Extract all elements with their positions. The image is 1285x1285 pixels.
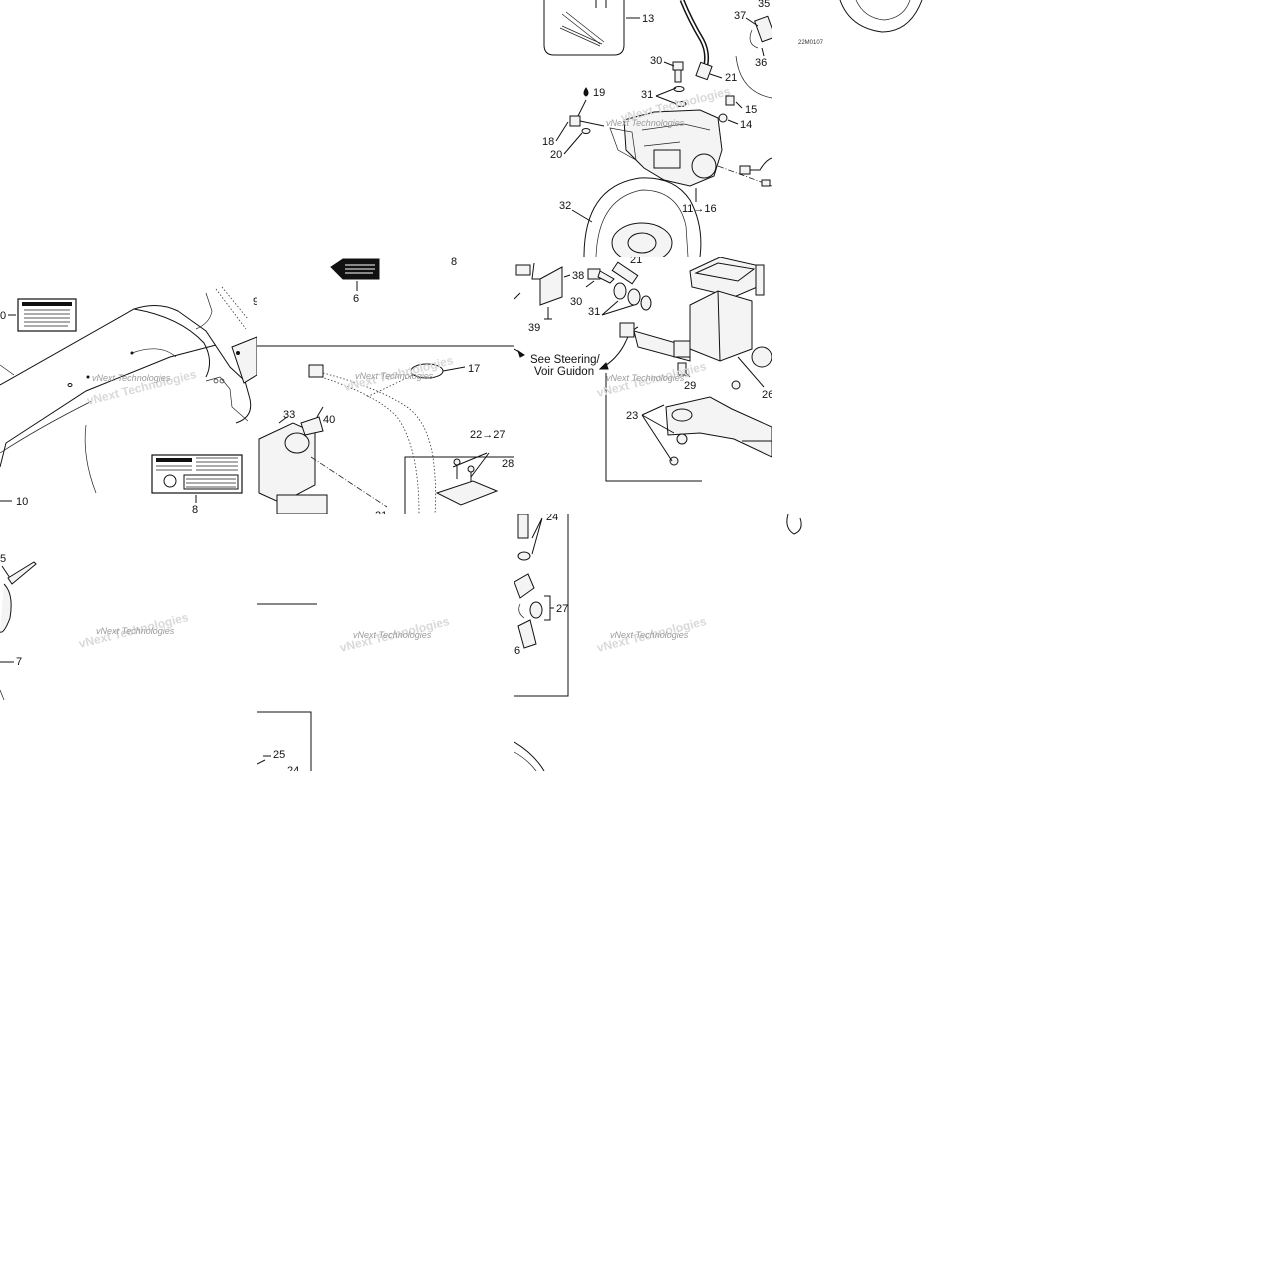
callout-8: 8 xyxy=(451,257,457,268)
watermark-c: vNext Technologies xyxy=(92,373,171,383)
callout-30b: 30 xyxy=(570,296,582,308)
tile-lower-right xyxy=(772,514,1030,771)
watermark-h: vNext Technologies xyxy=(610,630,689,640)
callout-26: 26 xyxy=(762,389,772,401)
watermark-d: vNext Technologies xyxy=(355,371,434,381)
watermark-f: vNext Technologies xyxy=(96,626,175,636)
callout-35: 35 xyxy=(758,0,770,10)
callout-24b: 24 xyxy=(287,765,299,771)
drawing-code: 22M0107 xyxy=(798,40,824,46)
callout-13: 13 xyxy=(642,13,654,25)
callout-9: 9 xyxy=(253,296,257,308)
see-steering-note-2: Voir Guidon xyxy=(534,366,594,378)
see-steering-note-1: See Steering/ xyxy=(530,354,600,366)
callout-18: 18 xyxy=(542,136,554,148)
callout-37: 37 xyxy=(734,10,746,22)
callout-7: 7 xyxy=(16,656,22,668)
tile-lower-center: vNext Technologies vNext Technologies 25… xyxy=(257,514,514,771)
callout-39: 39 xyxy=(528,322,540,334)
callout-27: 27 xyxy=(556,603,568,615)
callout-31b: 31 xyxy=(588,306,600,318)
callout-33: 33 xyxy=(283,409,295,421)
callout-24a: 24 xyxy=(546,514,558,523)
tile-caliper: 13 21 30 31 19 18 20 xyxy=(514,0,772,257)
callout-21b: 21 xyxy=(630,257,642,266)
callout-6: 6 xyxy=(353,293,359,305)
callout-10: 10 xyxy=(16,496,28,508)
callout-23: 23 xyxy=(626,410,638,422)
tile-lever: 21 38 39 30 31 See Steering/ xyxy=(514,257,772,514)
callout-21a: 21 xyxy=(725,72,737,84)
callout-31a: 31 xyxy=(641,89,653,101)
callout-32: 32 xyxy=(559,200,571,212)
callout-20: 20 xyxy=(550,149,562,161)
callout-28: 28 xyxy=(502,458,514,470)
watermark: vNext Technologies xyxy=(606,118,685,128)
tile-master-cylinder: 6 8 17 vNext Technologies vNext Technolo… xyxy=(257,257,514,514)
callout-5: 5 xyxy=(0,553,6,565)
callout-36: 36 xyxy=(755,57,767,69)
callout-6b: 6 xyxy=(514,645,520,657)
callout-8b: 8 xyxy=(192,504,198,514)
callout-38: 38 xyxy=(572,270,584,282)
watermark-g: vNext Technologies xyxy=(353,630,432,640)
callout-14: 14 xyxy=(740,119,752,131)
callout-29: 29 xyxy=(684,380,696,392)
callout-22-27: 22→27 xyxy=(470,429,505,441)
callout-11-16: 11→16 xyxy=(682,203,717,215)
tile-disc-fragment: 22M0107 xyxy=(772,0,1030,257)
callout-17: 17 xyxy=(468,363,480,375)
callout-30a: 30 xyxy=(650,55,662,67)
callout-25: 25 xyxy=(273,749,285,761)
tile-lever-parts: 24 27 6 vNext Technologies vNext Technol… xyxy=(514,514,772,771)
callout-21c: 21 xyxy=(375,510,387,514)
callout-0: 0 xyxy=(0,310,6,322)
callout-40: 40 xyxy=(323,414,335,426)
watermark-e: vNext Technologies xyxy=(606,373,685,383)
callout-15: 15 xyxy=(745,104,757,116)
tile-lower-left: 5 7 vNext Technologies vNext Technologie… xyxy=(0,514,257,771)
callout-19: 19 xyxy=(593,87,605,99)
tile-decals: 0 9 xyxy=(0,257,257,514)
